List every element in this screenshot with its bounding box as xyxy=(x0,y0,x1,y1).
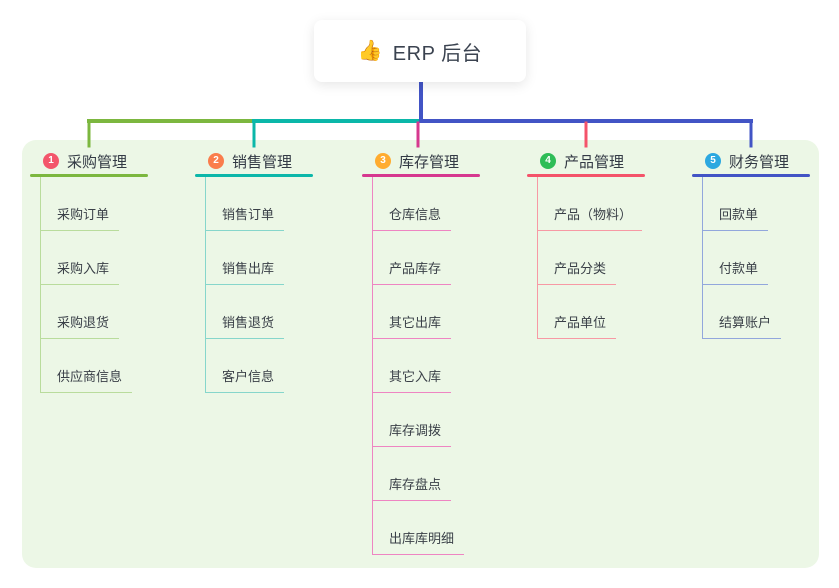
branch-label: 销售管理 xyxy=(232,153,293,171)
tree-node-label: 销售退货 xyxy=(222,315,275,330)
tree-node[interactable]: 库存盘点 xyxy=(373,447,452,501)
branch-number-badge: 4 xyxy=(540,153,556,169)
tree-node[interactable]: 付款单 xyxy=(703,231,769,285)
tree-node-label: 产品库存 xyxy=(389,261,442,276)
tree-node[interactable]: 结算账户 xyxy=(703,285,782,339)
tree-node-label: 产品（物料） xyxy=(554,207,633,222)
tree-node[interactable]: 供应商信息 xyxy=(41,339,133,393)
tree-node-label: 其它入库 xyxy=(389,369,442,384)
branch-header-node[interactable]: 1 采购管理 xyxy=(30,150,127,172)
tree-node-label: 库存盘点 xyxy=(389,477,442,492)
mindmap-background-panel xyxy=(22,140,819,568)
tree-node[interactable]: 客户信息 xyxy=(206,339,285,393)
branch-children: 产品（物料） 产品分类产品单位 xyxy=(537,177,643,339)
branch-header-node[interactable]: 5 财务管理 xyxy=(692,150,789,172)
tree-node[interactable]: 采购入库 xyxy=(41,231,120,285)
thumbs-up-icon: 👍 xyxy=(357,40,383,62)
tree-node[interactable]: 仓库信息 xyxy=(373,177,452,231)
tree-node-label: 采购订单 xyxy=(57,207,110,222)
branch-header-node[interactable]: 2 销售管理 xyxy=(195,150,292,172)
tree-node[interactable]: 其它出库 xyxy=(373,285,452,339)
tree-node-label: 回款单 xyxy=(719,207,759,222)
tree-node-label: 库存调拨 xyxy=(389,423,442,438)
root-node-erp[interactable]: 👍 ERP 后台 xyxy=(314,20,526,82)
tree-node[interactable]: 销售退货 xyxy=(206,285,285,339)
root-node-label: ERP 后台 xyxy=(392,42,483,65)
tree-node-label: 产品单位 xyxy=(554,315,607,330)
tree-node[interactable]: 回款单 xyxy=(703,177,769,231)
tree-node[interactable]: 出库库明细 xyxy=(373,501,465,555)
tree-node[interactable]: 库存调拨 xyxy=(373,393,452,447)
tree-node[interactable]: 其它入库 xyxy=(373,339,452,393)
branch-header-node[interactable]: 4 产品管理 xyxy=(527,150,624,172)
branch-underline xyxy=(195,174,313,177)
tree-node[interactable]: 采购退货 xyxy=(41,285,120,339)
branch-children: 仓库信息产品库存其它出库其它入库库存调拨库存盘点出库库明细 xyxy=(372,177,465,555)
branch-header-node[interactable]: 3 库存管理 xyxy=(362,150,459,172)
tree-node[interactable]: 销售订单 xyxy=(206,177,285,231)
branch-label: 库存管理 xyxy=(399,153,460,171)
branch-number-badge: 2 xyxy=(208,153,224,169)
tree-node-label: 仓库信息 xyxy=(389,207,442,222)
branch-children: 销售订单销售出库销售退货客户信息 xyxy=(205,177,285,393)
branch-label: 采购管理 xyxy=(67,153,128,171)
tree-node-label: 采购退货 xyxy=(57,315,110,330)
tree-node[interactable]: 产品单位 xyxy=(538,285,617,339)
tree-node[interactable]: 采购订单 xyxy=(41,177,120,231)
branch-label: 财务管理 xyxy=(729,153,790,171)
tree-node-label: 付款单 xyxy=(719,261,759,276)
branch-underline xyxy=(692,174,810,177)
branch-number-badge: 3 xyxy=(375,153,391,169)
tree-node-label: 结算账户 xyxy=(719,315,772,330)
tree-node-label: 产品分类 xyxy=(554,261,607,276)
tree-node-label: 其它出库 xyxy=(389,315,442,330)
branch-number-badge: 1 xyxy=(43,153,59,169)
tree-node-label: 供应商信息 xyxy=(57,369,123,384)
tree-node-label: 出库库明细 xyxy=(389,531,455,546)
branch-underline xyxy=(527,174,645,177)
branch-children: 采购订单采购入库采购退货供应商信息 xyxy=(40,177,133,393)
branch-number-badge: 5 xyxy=(705,153,721,169)
branch-label: 产品管理 xyxy=(564,153,625,171)
tree-node-label: 客户信息 xyxy=(222,369,275,384)
tree-node[interactable]: 产品分类 xyxy=(538,231,617,285)
tree-node[interactable]: 销售出库 xyxy=(206,231,285,285)
branch-children: 回款单付款单结算账户 xyxy=(702,177,782,339)
tree-node[interactable]: 产品（物料） xyxy=(538,177,643,231)
tree-node-label: 销售出库 xyxy=(222,261,275,276)
branch-underline xyxy=(362,174,480,177)
tree-node[interactable]: 产品库存 xyxy=(373,231,452,285)
branch-underline xyxy=(30,174,148,177)
tree-node-label: 销售订单 xyxy=(222,207,275,222)
tree-node-label: 采购入库 xyxy=(57,261,110,276)
